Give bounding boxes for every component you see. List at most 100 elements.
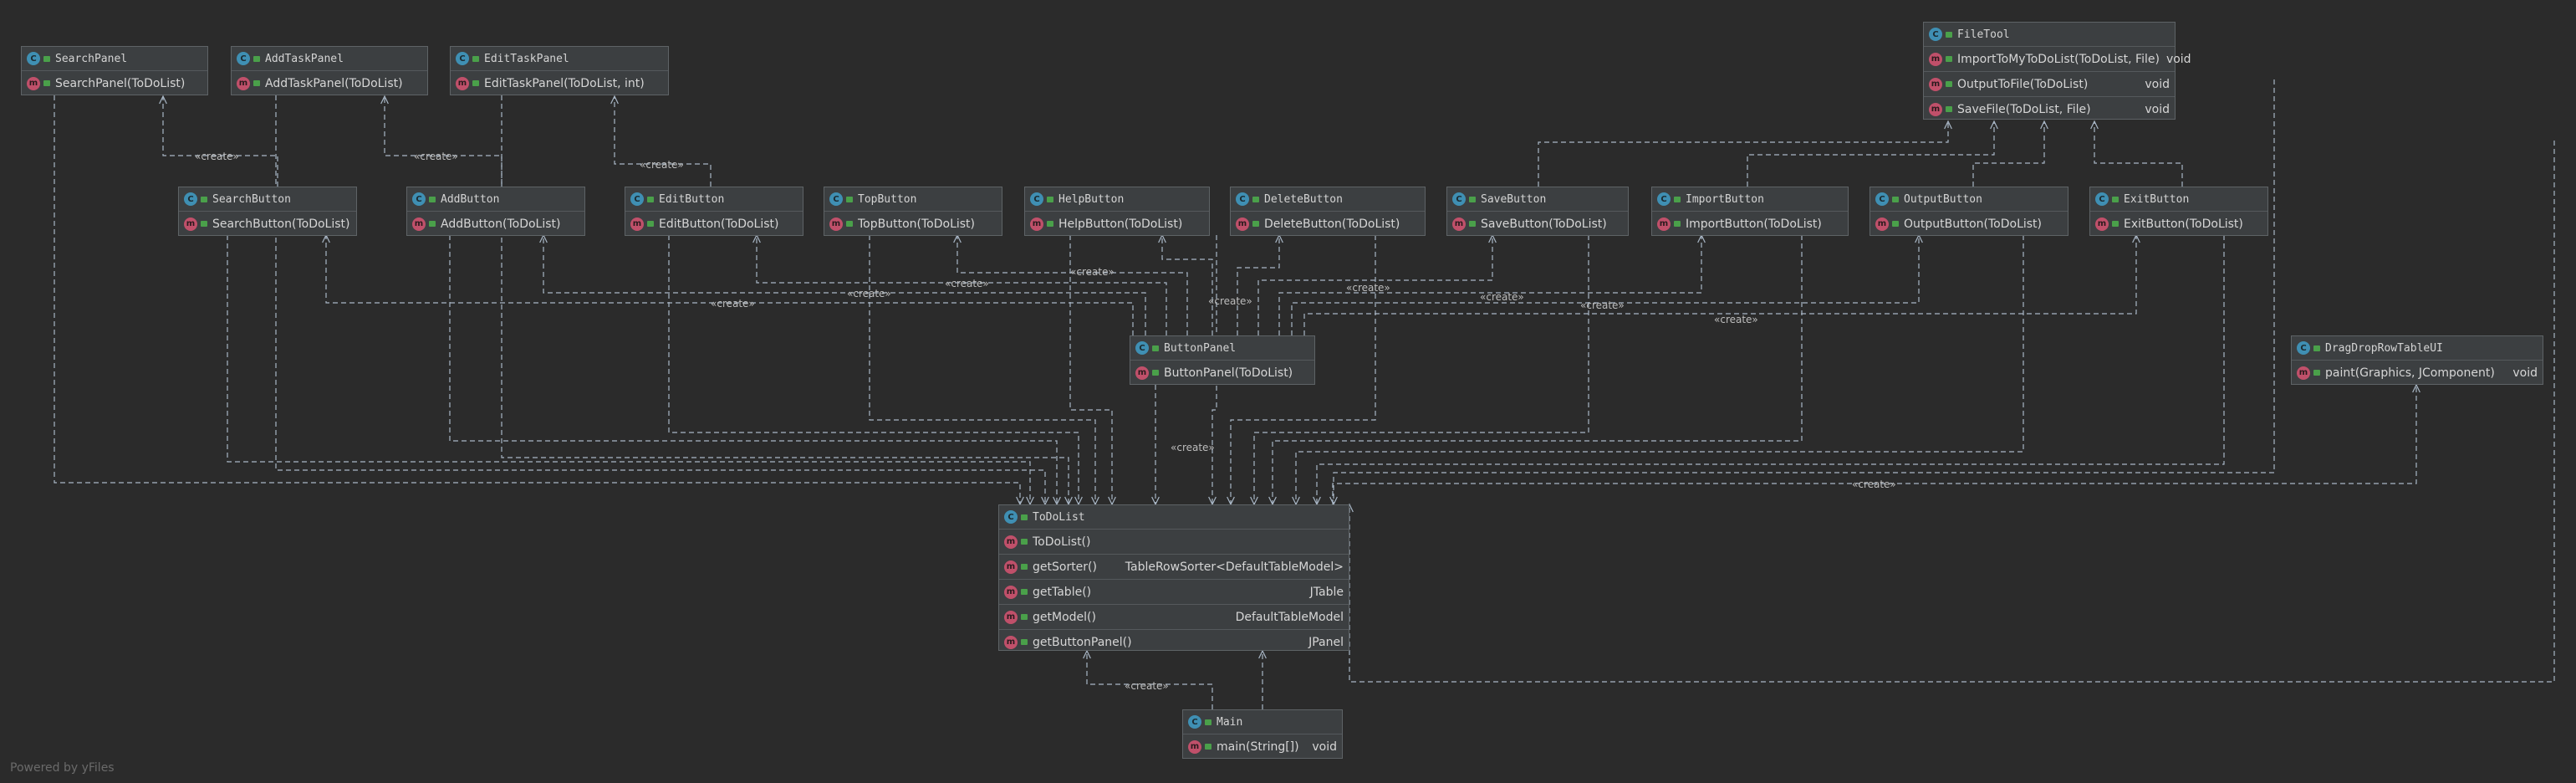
create-edge-label: «create»	[1208, 295, 1252, 307]
edge-buttonpanel-editbutton	[756, 235, 1167, 335]
method-icon: m	[1657, 217, 1671, 231]
create-edge-label: «create»	[195, 151, 239, 162]
class-name: EditTaskPanel	[484, 52, 569, 65]
method-return-type: TableRowSorter<DefaultTableModel>	[1125, 560, 1344, 574]
edge-importbutton-todolist	[1272, 235, 1803, 504]
method-row[interactable]: m EditButton(ToDoList)	[625, 211, 803, 236]
method-signature: getModel()	[1033, 610, 1096, 624]
edge-exitbutton-todolist	[1316, 235, 2225, 504]
arrowhead	[2412, 383, 2420, 393]
edge-buttonpanel-outputbutton	[1291, 235, 1920, 335]
class-name: Main	[1217, 715, 1243, 729]
method-icon: m	[1135, 366, 1149, 380]
edge-savebutton-filetool	[1538, 121, 1949, 187]
edge-buttonpanel-savebutton	[1257, 235, 1493, 335]
method-signature: SaveFile(ToDoList, File)	[1957, 102, 2091, 116]
method-signature: EditButton(ToDoList)	[659, 217, 779, 231]
method-signature: AddTaskPanel(ToDoList)	[265, 76, 403, 90]
method-signature: ImportToMyToDoList(ToDoList, File)	[1957, 52, 2160, 66]
method-icon: m	[2297, 366, 2310, 380]
edge-filetool-todolist	[1333, 79, 2275, 504]
class-icon: C	[1188, 715, 1201, 729]
method-icon: m	[412, 217, 426, 231]
method-row[interactable]: m SearchPanel(ToDoList)	[22, 70, 207, 95]
public-access-icon	[1252, 221, 1259, 227]
class-icon: C	[456, 52, 469, 65]
class-icon: C	[1135, 341, 1149, 355]
class-name: DeleteButton	[1264, 192, 1343, 206]
class-name: FileTool	[1957, 28, 2010, 41]
edge-addbutton-todolist	[449, 235, 1058, 504]
public-access-icon	[472, 80, 479, 86]
method-icon: m	[630, 217, 644, 231]
create-edge-label: «create»	[711, 298, 755, 310]
create-edge-label: «create»	[1852, 478, 1896, 490]
class-icon: C	[237, 52, 250, 65]
class-name: OutputButton	[1904, 192, 1982, 206]
method-icon: m	[27, 76, 40, 90]
method-return-type: void	[1312, 740, 1337, 754]
create-edge-label: «create»	[1580, 299, 1625, 311]
method-row[interactable]: m ButtonPanel(ToDoList)	[1130, 360, 1314, 385]
method-signature: SearchPanel(ToDoList)	[55, 76, 186, 90]
class-name: ExitButton	[2124, 192, 2190, 206]
method-icon: m	[1929, 52, 1942, 66]
public-access-icon	[1152, 345, 1159, 351]
class-name: SaveButton	[1481, 192, 1547, 206]
edge-addtaskpanel-todolist	[275, 95, 1046, 504]
method-icon: m	[1875, 217, 1889, 231]
arrowhead	[159, 95, 167, 105]
public-access-icon	[1047, 221, 1053, 227]
method-signature: ButtonPanel(ToDoList)	[1164, 366, 1293, 380]
class-icon: C	[27, 52, 40, 65]
class-name: EditButton	[659, 192, 725, 206]
public-access-icon	[253, 80, 260, 86]
edge-editbutton-edittaskpanel	[614, 96, 712, 187]
arrowhead	[380, 95, 389, 105]
class-icon: C	[2095, 192, 2109, 206]
public-access-icon	[647, 196, 654, 202]
public-access-icon	[1469, 221, 1476, 227]
arrowhead	[1016, 496, 1024, 506]
method-signature: SearchButton(ToDoList)	[212, 217, 350, 231]
